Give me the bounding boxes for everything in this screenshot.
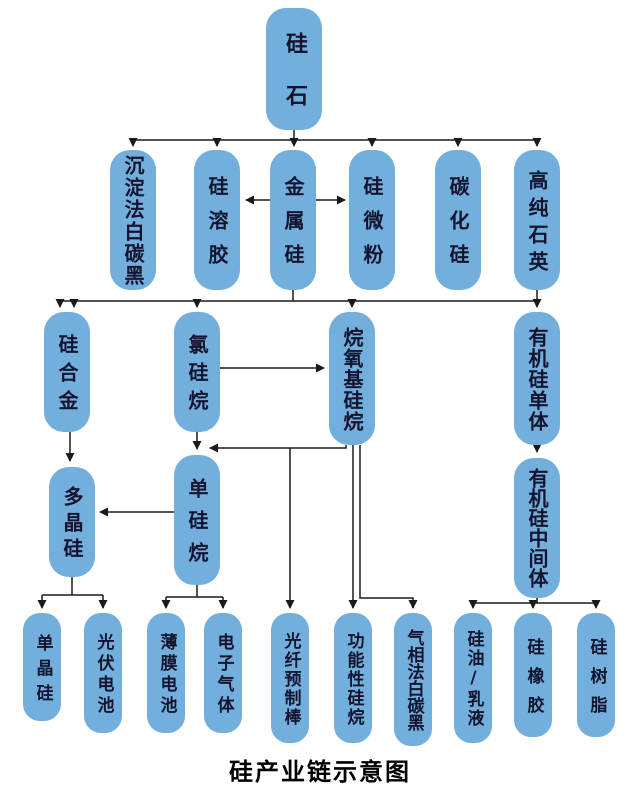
- node-silica: 硅石: [266, 8, 322, 136]
- node-functional-silane: 功能性硅烷: [334, 613, 372, 743]
- node-monosilane: 单硅烷: [174, 455, 220, 585]
- node-silicone-oil-emulsion: 硅油/乳液: [454, 613, 492, 743]
- node-thin-film-cell: 薄膜电池: [147, 613, 185, 733]
- diagram-title: 硅产业链示意图: [229, 758, 411, 786]
- node-organosilicon-intermediate: 有机硅中间体: [514, 458, 560, 598]
- node-pv-cell: 光伏电池: [84, 613, 122, 733]
- node-alkoxysilane: 烷氧基硅烷: [329, 312, 375, 445]
- node-precipitated-silica: 沉淀法白碳黑: [110, 150, 156, 290]
- node-silicon-alloy: 硅合金: [44, 312, 90, 432]
- node-monocrystalline-silicon: 单晶硅: [23, 613, 61, 721]
- node-silica-sol: 硅溶胶: [194, 150, 240, 290]
- node-electronic-gas: 电子气体: [204, 613, 242, 733]
- node-metal-silicon: 金属硅: [270, 150, 316, 290]
- node-silicon-micropowder: 硅微粉: [349, 150, 395, 290]
- node-silicone-rubber: 硅橡胶: [514, 613, 552, 737]
- node-high-purity-quartz: 高纯石英: [514, 150, 560, 290]
- node-organosilicon-monomer: 有机硅单体: [514, 312, 560, 445]
- node-chlorosilane: 氯硅烷: [174, 312, 220, 432]
- node-optical-fiber-preform: 光纤预制棒: [271, 613, 309, 743]
- node-fumed-silica: 气相法白碳黑: [394, 613, 432, 746]
- edges-arrows: [37, 138, 601, 609]
- node-silicon-carbide: 碳化硅: [435, 150, 481, 290]
- node-polysilicon: 多晶硅: [49, 467, 95, 577]
- node-silicone-resin: 硅树脂: [577, 613, 615, 737]
